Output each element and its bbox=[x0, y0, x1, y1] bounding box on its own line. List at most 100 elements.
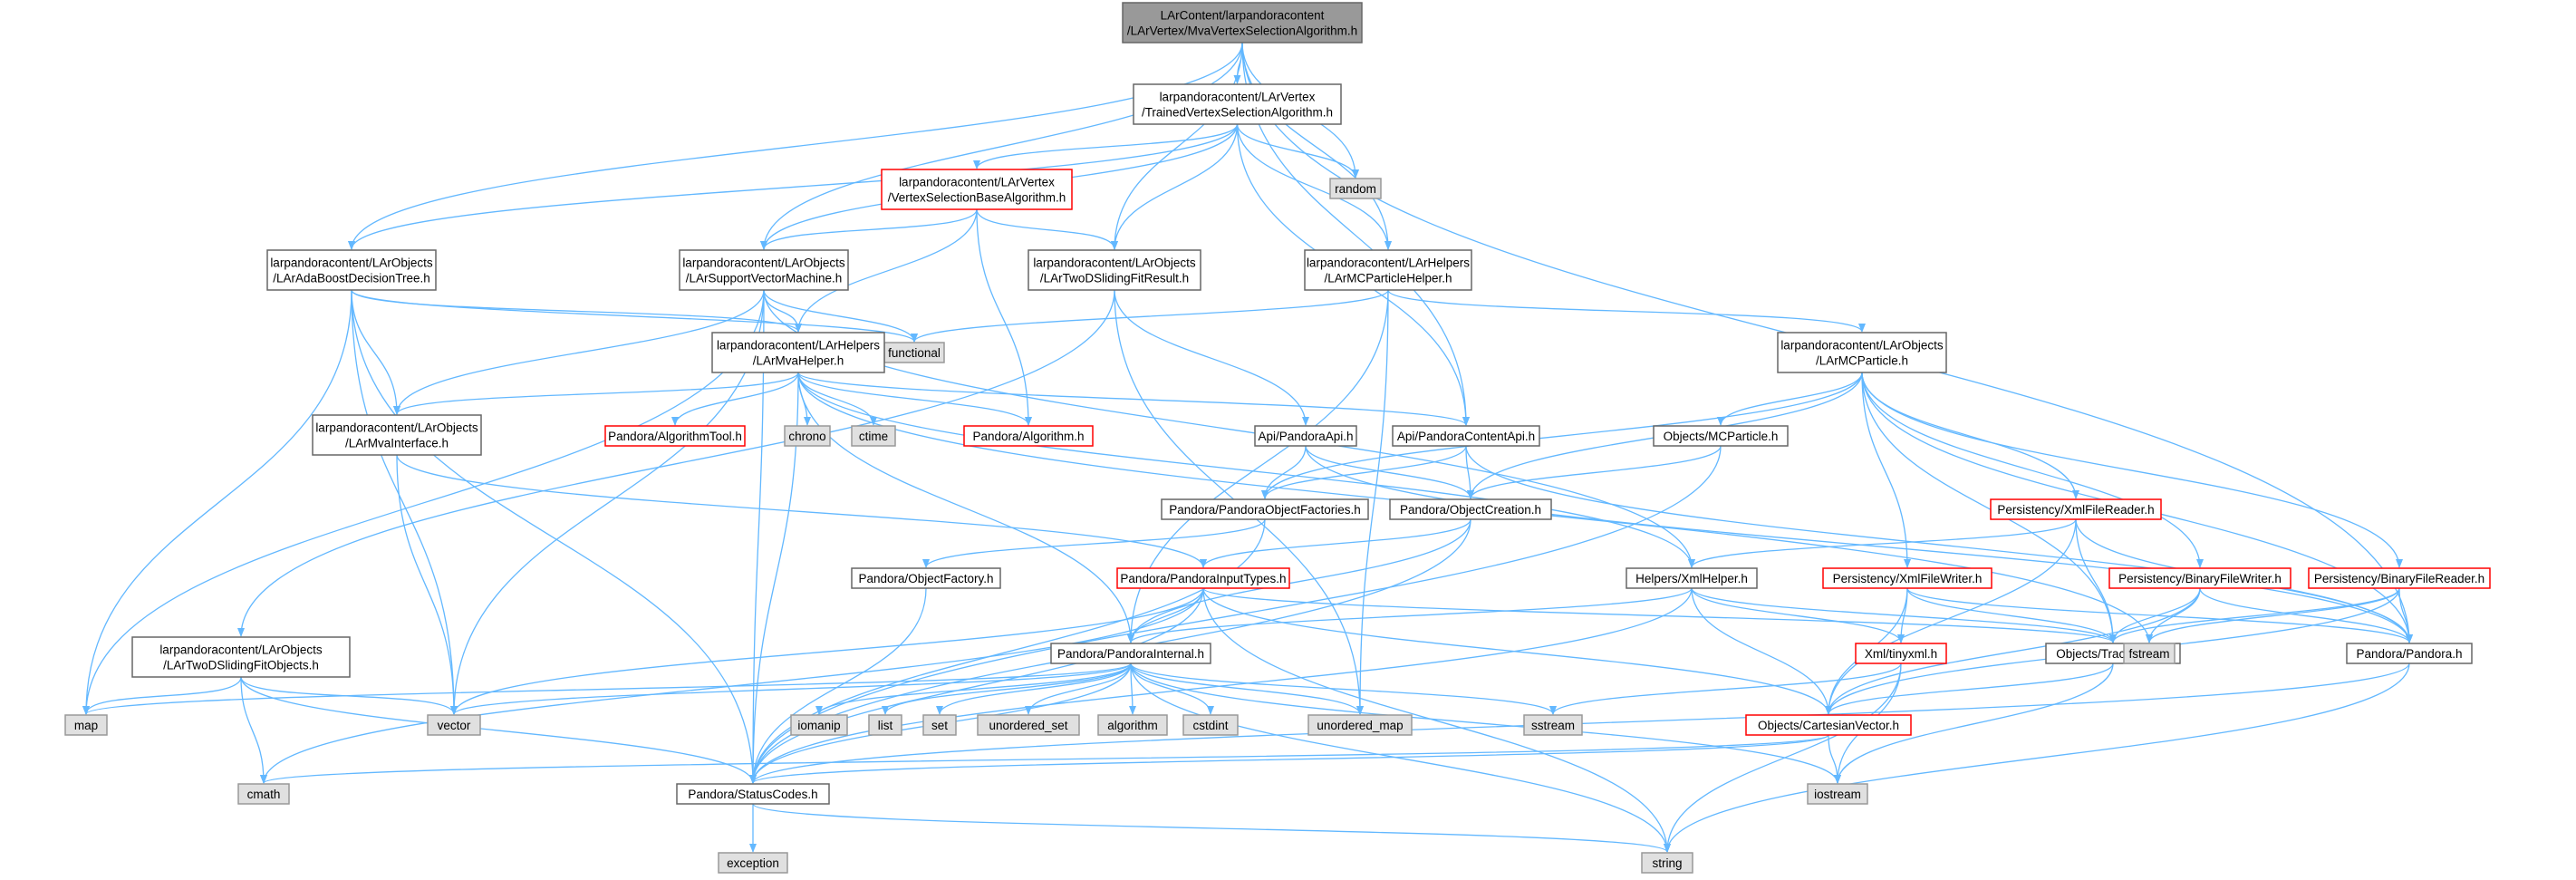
edge-internal-to-unordered_map bbox=[1130, 662, 1364, 715]
node-cmath: cmath bbox=[237, 783, 290, 805]
node-label-twodobj-line-0: larpandoracontent/LArObjects bbox=[159, 643, 323, 657]
node-pandoraapi[interactable]: Api/PandoraApi.h bbox=[1254, 425, 1357, 447]
node-mvainterface[interactable]: larpandoracontent/LArObjects/LArMvaInter… bbox=[312, 414, 482, 456]
node-label-unordered_set-line-0: unordered_set bbox=[989, 719, 1067, 732]
node-statuscodes[interactable]: Pandora/StatusCodes.h bbox=[676, 783, 830, 805]
node-objcreation[interactable]: Pandora/ObjectCreation.h bbox=[1389, 498, 1552, 520]
edge-binwriter-to-cartesian bbox=[1825, 587, 2201, 715]
node-box-mvahelper bbox=[711, 332, 885, 373]
edge-xmlreader-to-cartesian bbox=[1825, 518, 2077, 715]
node-label-cmath-line-0: cmath bbox=[247, 788, 281, 801]
node-box-unordered_map bbox=[1307, 714, 1413, 736]
node-list: list bbox=[868, 714, 902, 736]
node-label-contentapi-line-0: Api/PandoraContentApi.h bbox=[1397, 430, 1535, 443]
node-twod[interactable]: larpandoracontent/LArObjects/LArTwoDSlid… bbox=[1028, 249, 1201, 291]
node-root[interactable]: LArContent/larpandoracontent/LArVertex/M… bbox=[1122, 2, 1363, 44]
node-box-mcparticle bbox=[1653, 425, 1789, 447]
node-label-algtool-line-0: Pandora/AlgorithmTool.h bbox=[608, 430, 742, 443]
node-cartesian[interactable]: Objects/CartesianVector.h bbox=[1745, 714, 1912, 736]
node-label-algorithm_std-line-0: algorithm bbox=[1107, 719, 1158, 732]
node-functional: functional bbox=[883, 342, 945, 363]
node-xmlhelper[interactable]: Helpers/XmlHelper.h bbox=[1626, 567, 1758, 589]
edge-root-to-adaboost bbox=[348, 42, 1243, 250]
node-box-algorithm_h bbox=[963, 425, 1094, 447]
node-box-statuscodes bbox=[676, 783, 830, 805]
node-algtool[interactable]: Pandora/AlgorithmTool.h bbox=[604, 425, 746, 447]
node-label-sstream-line-0: sstream bbox=[1531, 719, 1575, 732]
node-label-root-line-1: /LArVertex/MvaVertexSelectionAlgorithm.h bbox=[1127, 24, 1357, 38]
node-tinyxml[interactable]: Xml/tinyxml.h bbox=[1855, 643, 1947, 664]
node-internal[interactable]: Pandora/PandoraInternal.h bbox=[1050, 643, 1211, 664]
node-box-cmath bbox=[237, 783, 290, 805]
node-label-tinyxml-line-0: Xml/tinyxml.h bbox=[1865, 647, 1937, 661]
node-label-objfactories-line-0: Pandora/PandoraObjectFactories.h bbox=[1169, 503, 1361, 517]
node-iostream: iostream bbox=[1807, 783, 1868, 805]
node-label-adaboost-line-0: larpandoracontent/LArObjects bbox=[270, 256, 433, 270]
edge-internal-to-sstream bbox=[1130, 662, 1557, 715]
node-box-algtool bbox=[604, 425, 746, 447]
node-unordered_map: unordered_map bbox=[1307, 714, 1413, 736]
node-inputtypes[interactable]: Pandora/PandoraInputTypes.h bbox=[1116, 567, 1290, 589]
node-label-internal-line-0: Pandora/PandoraInternal.h bbox=[1057, 647, 1204, 661]
node-box-larmcp bbox=[1777, 332, 1947, 373]
edge-twodobj-to-cmath bbox=[240, 676, 267, 784]
node-pandora[interactable]: Pandora/Pandora.h bbox=[2346, 643, 2473, 664]
node-box-vector bbox=[427, 714, 481, 736]
node-label-chrono-line-0: chrono bbox=[788, 430, 825, 443]
node-box-list bbox=[868, 714, 902, 736]
node-box-vsb bbox=[881, 169, 1073, 210]
edge-trained-to-vsb bbox=[973, 123, 1239, 169]
node-larmcp[interactable]: larpandoracontent/LArObjects/LArMCPartic… bbox=[1777, 332, 1947, 373]
node-box-ctime bbox=[851, 425, 896, 447]
node-random: random bbox=[1329, 178, 1382, 199]
node-cstdint: cstdint bbox=[1182, 714, 1239, 736]
edge-root-to-twod bbox=[1111, 42, 1243, 250]
node-label-svm-line-1: /LArSupportVectorMachine.h bbox=[686, 272, 843, 285]
node-box-internal bbox=[1050, 643, 1211, 664]
edge-binreader-to-trackstate bbox=[2109, 587, 2400, 643]
edge-mcph-to-larmcp bbox=[1387, 289, 1866, 333]
node-trained[interactable]: larpandoracontent/LArVertex/TrainedVerte… bbox=[1133, 83, 1342, 125]
edge-twod-to-pandoraapi bbox=[1114, 289, 1309, 426]
node-label-exception-line-0: exception bbox=[727, 856, 779, 870]
node-label-pandoraapi-line-0: Api/PandoraApi.h bbox=[1258, 430, 1353, 443]
edge-cartesian-to-iostream bbox=[1828, 734, 1841, 784]
node-twodobj[interactable]: larpandoracontent/LArObjects/LArTwoDSlid… bbox=[131, 636, 351, 678]
node-mcph[interactable]: larpandoracontent/LArHelpers/LArMCPartic… bbox=[1304, 249, 1472, 291]
node-algorithm_h[interactable]: Pandora/Algorithm.h bbox=[963, 425, 1094, 447]
node-contentapi[interactable]: Api/PandoraContentApi.h bbox=[1392, 425, 1540, 447]
edge-internal-to-cstdint bbox=[1130, 662, 1214, 715]
node-mcparticle[interactable]: Objects/MCParticle.h bbox=[1653, 425, 1789, 447]
node-label-mvahelper-line-0: larpandoracontent/LArHelpers bbox=[717, 339, 880, 353]
node-label-binreader-line-0: Persistency/BinaryFileReader.h bbox=[2314, 572, 2484, 585]
node-mvahelper[interactable]: larpandoracontent/LArHelpers/LArMvaHelpe… bbox=[711, 332, 885, 373]
node-chrono: chrono bbox=[784, 425, 831, 447]
node-xmlwriter[interactable]: Persistency/XmlFileWriter.h bbox=[1822, 567, 1992, 589]
node-label-root-line-0: LArContent/larpandoracontent bbox=[1161, 9, 1325, 23]
node-binwriter[interactable]: Persistency/BinaryFileWriter.h bbox=[2108, 567, 2291, 589]
node-objfactory[interactable]: Pandora/ObjectFactory.h bbox=[851, 567, 1001, 589]
node-label-xmlreader-line-0: Persistency/XmlFileReader.h bbox=[1997, 503, 2154, 517]
node-adaboost[interactable]: larpandoracontent/LArObjects/LArAdaBoost… bbox=[266, 249, 437, 291]
node-svm[interactable]: larpandoracontent/LArObjects/LArSupportV… bbox=[679, 249, 849, 291]
edge-vsb-to-algorithm_h bbox=[976, 208, 1032, 426]
node-box-chrono bbox=[784, 425, 831, 447]
edge-inputtypes-to-string bbox=[1202, 587, 1671, 853]
node-vsb[interactable]: larpandoracontent/LArVertex/VertexSelect… bbox=[881, 169, 1073, 210]
edge-mvahelper-to-mvainterface bbox=[393, 372, 799, 415]
edge-internal-to-map bbox=[82, 662, 1132, 715]
node-label-adaboost-line-1: /LArAdaBoostDecisionTree.h bbox=[273, 272, 430, 285]
node-label-twod-line-1: /LArTwoDSlidingFitResult.h bbox=[1040, 272, 1189, 285]
edge-pandoraapi-to-objcreation bbox=[1305, 445, 1474, 499]
edge-mcparticle-to-objcreation bbox=[1467, 445, 1722, 499]
node-objfactories[interactable]: Pandora/PandoraObjectFactories.h bbox=[1161, 498, 1369, 520]
node-label-map-line-0: map bbox=[74, 719, 98, 732]
edge-svm-to-xmlhelper bbox=[763, 289, 1695, 568]
node-binreader[interactable]: Persistency/BinaryFileReader.h bbox=[2308, 567, 2491, 589]
edge-xmlhelper-to-internal bbox=[1127, 587, 1693, 643]
edge-internal-to-iomanip bbox=[815, 662, 1132, 715]
node-box-pandora bbox=[2346, 643, 2473, 664]
node-xmlreader[interactable]: Persistency/XmlFileReader.h bbox=[1990, 498, 2162, 520]
edge-adaboost-to-vector bbox=[351, 289, 458, 715]
